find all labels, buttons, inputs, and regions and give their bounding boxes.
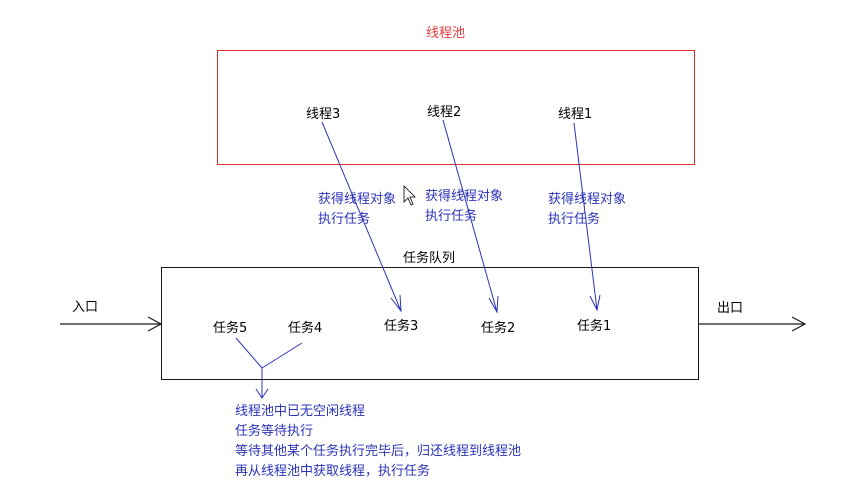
task-queue-box: [161, 267, 699, 380]
arrowhead-connector: [255, 388, 269, 399]
entrance-label: 入口: [72, 300, 99, 315]
arrowhead-thread3-task3: [390, 294, 402, 313]
task-5-label: 任务5: [213, 321, 248, 336]
note-line-4: 再从线程池中获取线程，执行任务: [235, 464, 431, 479]
task-2-label: 任务2: [481, 321, 516, 336]
annotation-thread-1: 获得线程对象 执行任务: [548, 190, 626, 230]
entrance-arrowhead: [147, 316, 163, 332]
annotation-line-get-thread: 获得线程对象: [318, 192, 397, 207]
arrowhead-thread2-task2: [488, 295, 499, 314]
arrow-thread1-task1: [573, 122, 598, 311]
note-line-2: 任务等待执行: [235, 424, 314, 439]
thread-1-label: 线程1: [558, 107, 593, 122]
task-queue-title: 任务队列: [403, 251, 456, 266]
note-line-3: 等待其他某个任务执行完毕后，归还线程到线程池: [235, 444, 522, 459]
note-line-1: 线程池中已无空闲线程: [235, 404, 366, 419]
arrow-thread3-task3: [321, 121, 402, 312]
annotation-thread-3: 获得线程对象 执行任务: [318, 190, 396, 230]
thread-3-label: 线程3: [306, 107, 341, 122]
annotation-line-execute: 执行任务: [318, 212, 371, 227]
mouse-cursor-icon: [403, 185, 416, 206]
connector-task5: [235, 337, 263, 369]
annotation-line-execute: 执行任务: [548, 212, 601, 227]
task-1-label: 任务1: [577, 319, 612, 334]
arrowhead-thread1-task1: [589, 294, 601, 312]
task-3-label: 任务3: [384, 319, 419, 334]
task-4-label: 任务4: [288, 321, 323, 336]
annotation-line-execute: 执行任务: [425, 209, 478, 224]
thread-2-label: 线程2: [427, 105, 462, 120]
thread-pool-title: 线程池: [426, 26, 466, 41]
arrow-thread2-task2: [442, 119, 498, 313]
connector-task4: [261, 342, 303, 369]
exit-arrowhead: [791, 316, 807, 332]
exit-label: 出口: [717, 301, 744, 316]
waiting-note: 线程池中已无空闲线程 任务等待执行 等待其他某个任务执行完毕后，归还线程到线程池…: [235, 402, 521, 482]
annotation-line-get-thread: 获得线程对象: [548, 192, 627, 207]
